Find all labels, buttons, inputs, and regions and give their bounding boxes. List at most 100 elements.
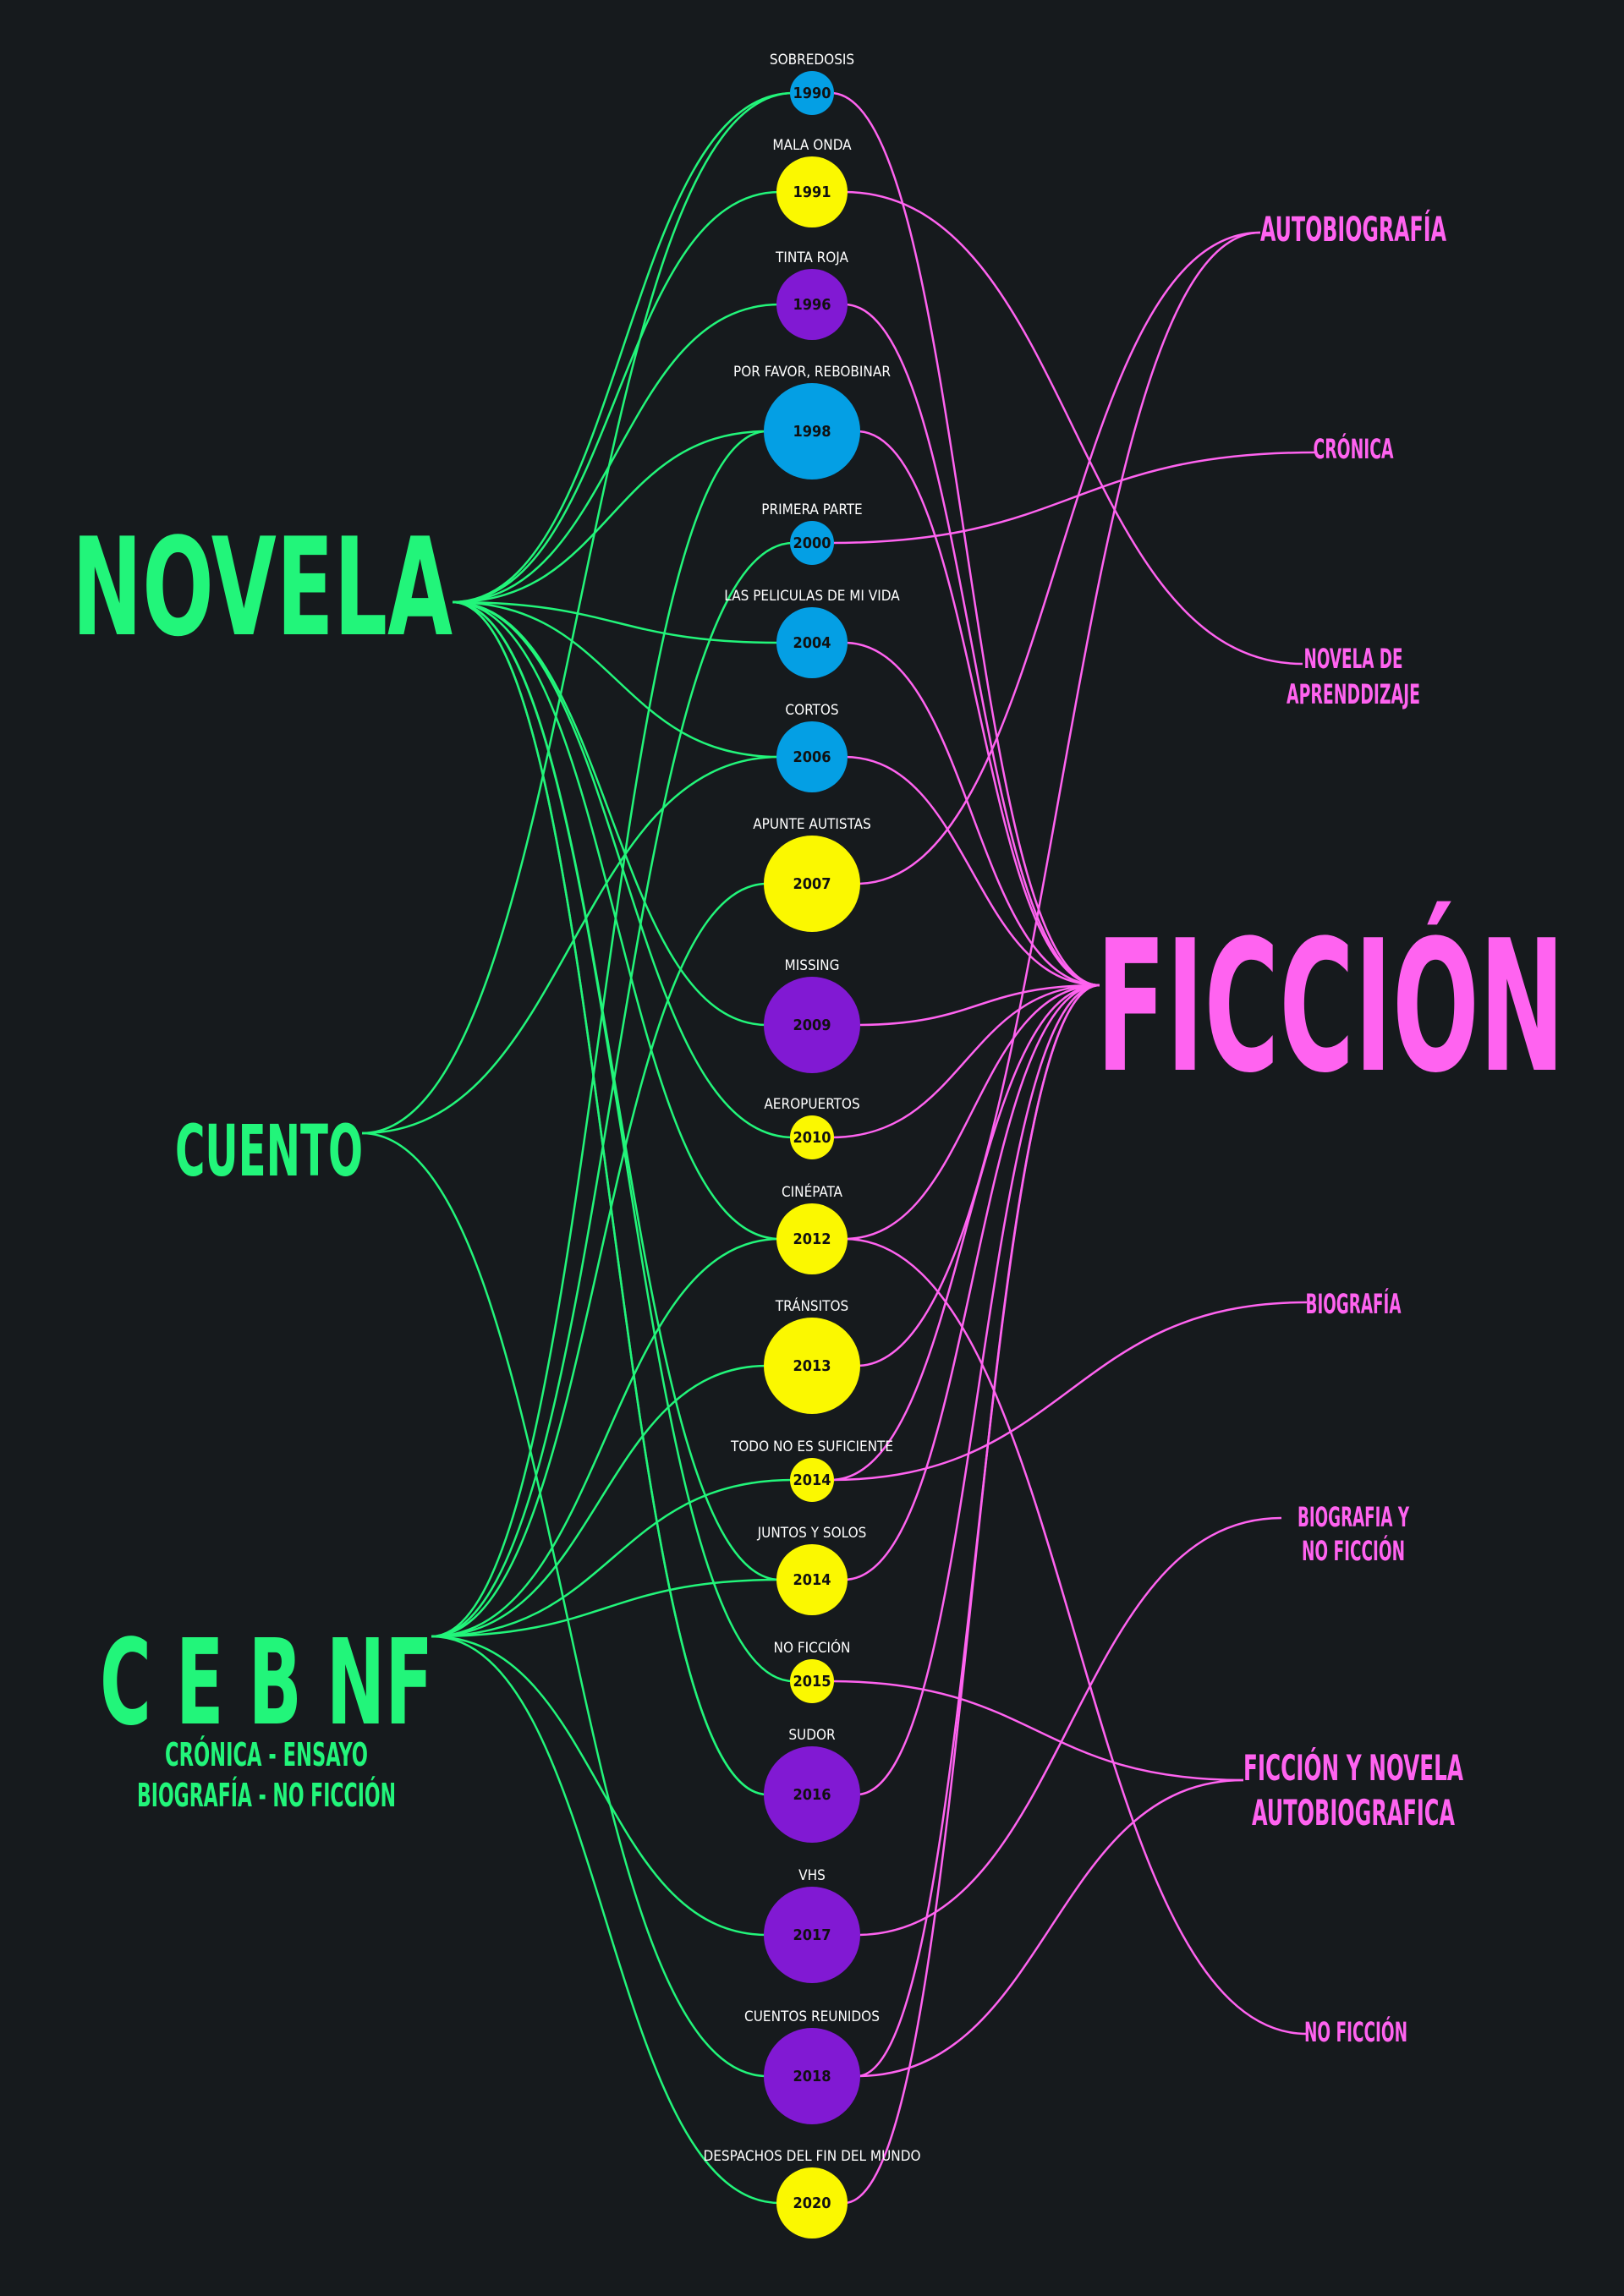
book-year: 2007 [793,875,831,893]
book-title: POR FAVOR, REBOBINAR [733,364,891,381]
link-genre [843,190,1303,666]
book-circle [790,521,834,565]
link-form [431,1237,781,1638]
right-label-cronica: CRÓNICA [1314,432,1394,465]
right-label-ficcion: FICCIÓN [1096,900,1565,1113]
book-circle [790,1659,834,1703]
right-label-no-ficcion: NO FICCIÓN [1304,2015,1407,2048]
book-circle [764,1318,860,1414]
book-circle [790,1458,834,1502]
book-title: DESPACHOS DEL FIN DEL MUNDO [703,2148,920,2165]
book-node[interactable]: 2018 CUENTOS REUNIDOS [744,2008,880,2124]
book-year: 2014 [793,1471,831,1489]
book-title: MISSING [785,957,840,974]
link-form [431,1635,768,1937]
book-title: CINÉPATA [782,1182,843,1201]
link-form-secondary [452,91,794,604]
right-label-autobiografica: AUTOBIOGRAFICA [1252,1792,1455,1833]
book-year: 2017 [793,1926,831,1944]
link-genre [856,430,1100,987]
book-year: 2009 [793,1016,831,1034]
book-node[interactable]: 2012 CINÉPATA [776,1182,848,1274]
book-year: 2010 [793,1129,831,1147]
link-genre-secondary [856,1778,1244,2078]
book-year: 1991 [793,184,831,201]
book-circle [764,383,860,479]
book-year: 2012 [793,1230,831,1248]
link-form [361,755,781,1135]
book-circle [776,721,848,792]
link-genre [856,231,1261,885]
link-genre [830,1301,1308,1482]
link-form-secondary [452,600,781,759]
book-circle [790,1115,834,1159]
book-circle [776,2167,848,2238]
book-circle [776,607,848,678]
book-year: 2018 [793,2068,831,2085]
book-circle [776,156,848,227]
right-label-no-ficcion-2: NO FICCIÓN [1302,1534,1405,1567]
book-node[interactable]: 2020 DESPACHOS DEL FIN DEL MUNDO [703,2148,921,2238]
book-year: 2006 [793,748,831,766]
link-genre [843,984,1100,2205]
book-circle [764,1746,860,1843]
link-form [452,190,781,604]
book-node[interactable]: 2015 NO FICCIÓN [774,1638,851,1703]
link-genre [843,1237,1308,2036]
book-year: 2015 [793,1673,831,1690]
link-genre [843,303,1100,987]
right-label-autobiografia: AUTOBIOGRAFÍA [1260,209,1446,249]
book-node[interactable]: 2014 TODO NO ES SUFICIENTE [730,1438,893,1502]
book-title: NO FICCIÓN [774,1638,851,1657]
book-year: 1990 [793,85,831,102]
left-label-novela: NOVELA [72,508,453,666]
book-title: PRIMERA PARTE [761,501,862,518]
book-title: TODO NO ES SUFICIENTE [730,1438,893,1455]
link-form [452,303,781,604]
link-genre-secondary [830,984,1100,1482]
book-title: CORTOS [785,702,838,719]
book-circle [764,2028,860,2124]
book-year: 2020 [793,2195,831,2212]
link-form [452,430,768,604]
link-form [431,1578,781,1638]
book-title: TRÁNSITOS [775,1296,848,1315]
link-form [452,600,781,644]
book-title: VHS [798,1867,826,1884]
right-label-biografia-y: BIOGRAFIA Y [1298,1501,1410,1533]
link-genre [856,984,1100,1027]
link-form [361,1132,768,2078]
book-node[interactable]: 2017 VHS [764,1867,860,1983]
connection-links [361,91,1316,2205]
book-node[interactable]: 2006 CORTOS [776,702,848,792]
book-circle [776,1544,848,1615]
book-title: CUENTOS REUNIDOS [744,2008,880,2025]
link-genre [843,755,1100,987]
link-genre [856,984,1100,1796]
book-node[interactable]: 1991 MALA ONDA [772,137,852,227]
link-genre [856,1516,1282,1937]
book-node[interactable]: 2009 MISSING [764,957,860,1073]
link-form [431,1364,768,1638]
book-title: MALA ONDA [772,137,852,154]
book-year: 2014 [793,1571,831,1589]
left-label-cuento: CUENTO [175,1110,363,1192]
link-form-secondary [452,600,768,1796]
book-year: 2004 [793,634,831,652]
book-circle [764,1887,860,1983]
book-title: SUDOR [788,1727,836,1744]
link-form [431,541,794,1638]
book-circle [776,269,848,340]
link-form [431,1635,781,2205]
